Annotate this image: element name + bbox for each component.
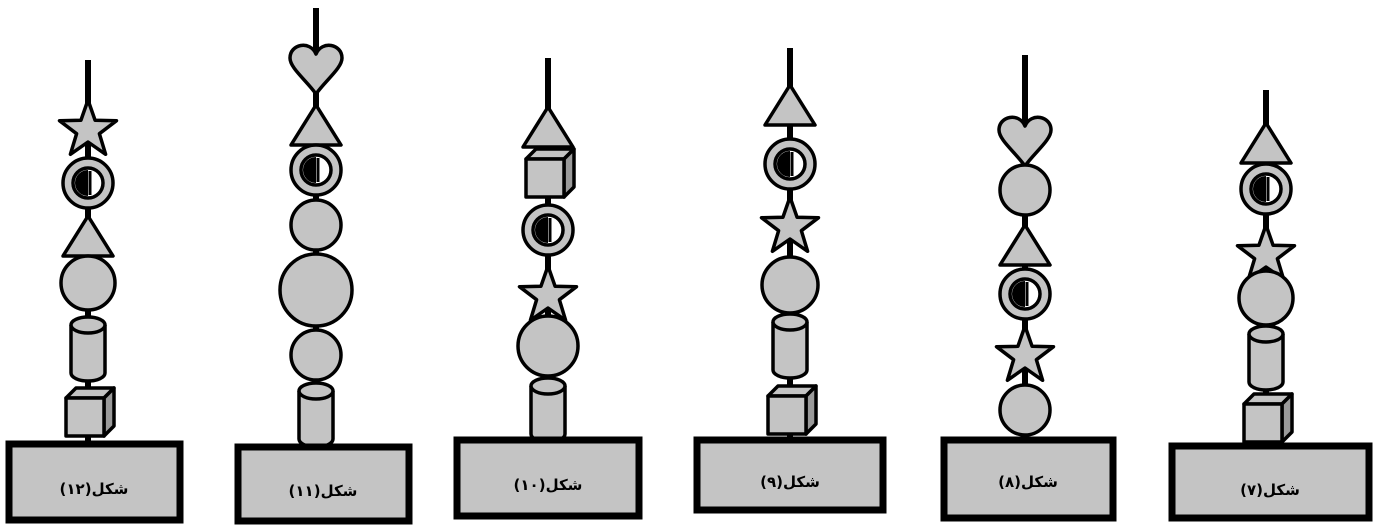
cube-icon xyxy=(766,384,818,436)
triangle-icon xyxy=(289,103,343,147)
shape-stack xyxy=(1235,90,1297,446)
circle-icon xyxy=(1237,269,1295,327)
figure-8: شکل(۸) xyxy=(940,55,1117,522)
figure-label: شکل(۹) xyxy=(760,473,820,491)
shape-stack xyxy=(994,55,1056,440)
figure-label: شکل(۱۱) xyxy=(289,482,358,500)
figure-label: شکل(۷) xyxy=(1240,481,1300,499)
ring-icon xyxy=(1239,162,1293,216)
ring-icon xyxy=(763,137,817,191)
circle-icon xyxy=(998,163,1052,217)
circle-icon xyxy=(278,252,354,328)
ring-icon xyxy=(61,156,115,210)
figure-base xyxy=(453,436,643,520)
figure-12: شکل(۱۲) xyxy=(5,60,184,524)
cube-icon xyxy=(64,386,116,438)
star-icon xyxy=(994,324,1056,383)
figure-base xyxy=(1168,442,1373,522)
star-icon xyxy=(57,98,119,157)
heart-icon xyxy=(997,115,1053,168)
figure-7: شکل(۷) xyxy=(1168,90,1373,522)
cylinder-icon xyxy=(529,376,567,444)
star-icon xyxy=(759,195,821,254)
shape-stack xyxy=(759,48,821,440)
figure-base xyxy=(940,436,1117,522)
shape-stack xyxy=(278,8,354,449)
ring-icon xyxy=(998,267,1052,321)
triangle-icon xyxy=(61,214,115,258)
circle-icon xyxy=(289,328,343,382)
figure-label: شکل(۱۰) xyxy=(514,476,583,494)
figure-label: شکل(۸) xyxy=(998,473,1058,491)
shape-stack xyxy=(57,60,119,444)
triangle-icon xyxy=(521,105,575,149)
shape-stack xyxy=(516,58,580,444)
circle-icon xyxy=(59,254,117,312)
heart-icon xyxy=(288,43,344,96)
figure-base xyxy=(5,440,184,524)
figure-11: شکل(۱۱) xyxy=(234,8,413,525)
star-icon xyxy=(1235,223,1297,282)
cylinder-icon xyxy=(1247,324,1285,392)
ring-icon xyxy=(521,203,575,257)
circle-icon xyxy=(516,314,580,378)
figure-label: شکل(۱۲) xyxy=(60,480,129,498)
cylinder-icon xyxy=(297,381,335,449)
figure-10: شکل(۱۰) xyxy=(453,58,643,520)
figure-base xyxy=(693,436,887,514)
cylinder-icon xyxy=(771,312,809,380)
circle-icon xyxy=(998,383,1052,437)
cube-icon xyxy=(524,147,576,199)
ring-icon xyxy=(289,143,343,197)
star-icon xyxy=(517,264,579,323)
cylinder-icon xyxy=(69,315,107,383)
triangle-icon xyxy=(998,223,1052,267)
figure-base xyxy=(234,443,413,525)
triangle-icon xyxy=(763,83,817,127)
triangle-icon xyxy=(1239,121,1293,165)
circle-icon xyxy=(289,198,343,252)
cube-icon xyxy=(1242,392,1294,444)
circle-icon xyxy=(760,255,820,315)
figure-9: شکل(۹) xyxy=(693,48,887,514)
